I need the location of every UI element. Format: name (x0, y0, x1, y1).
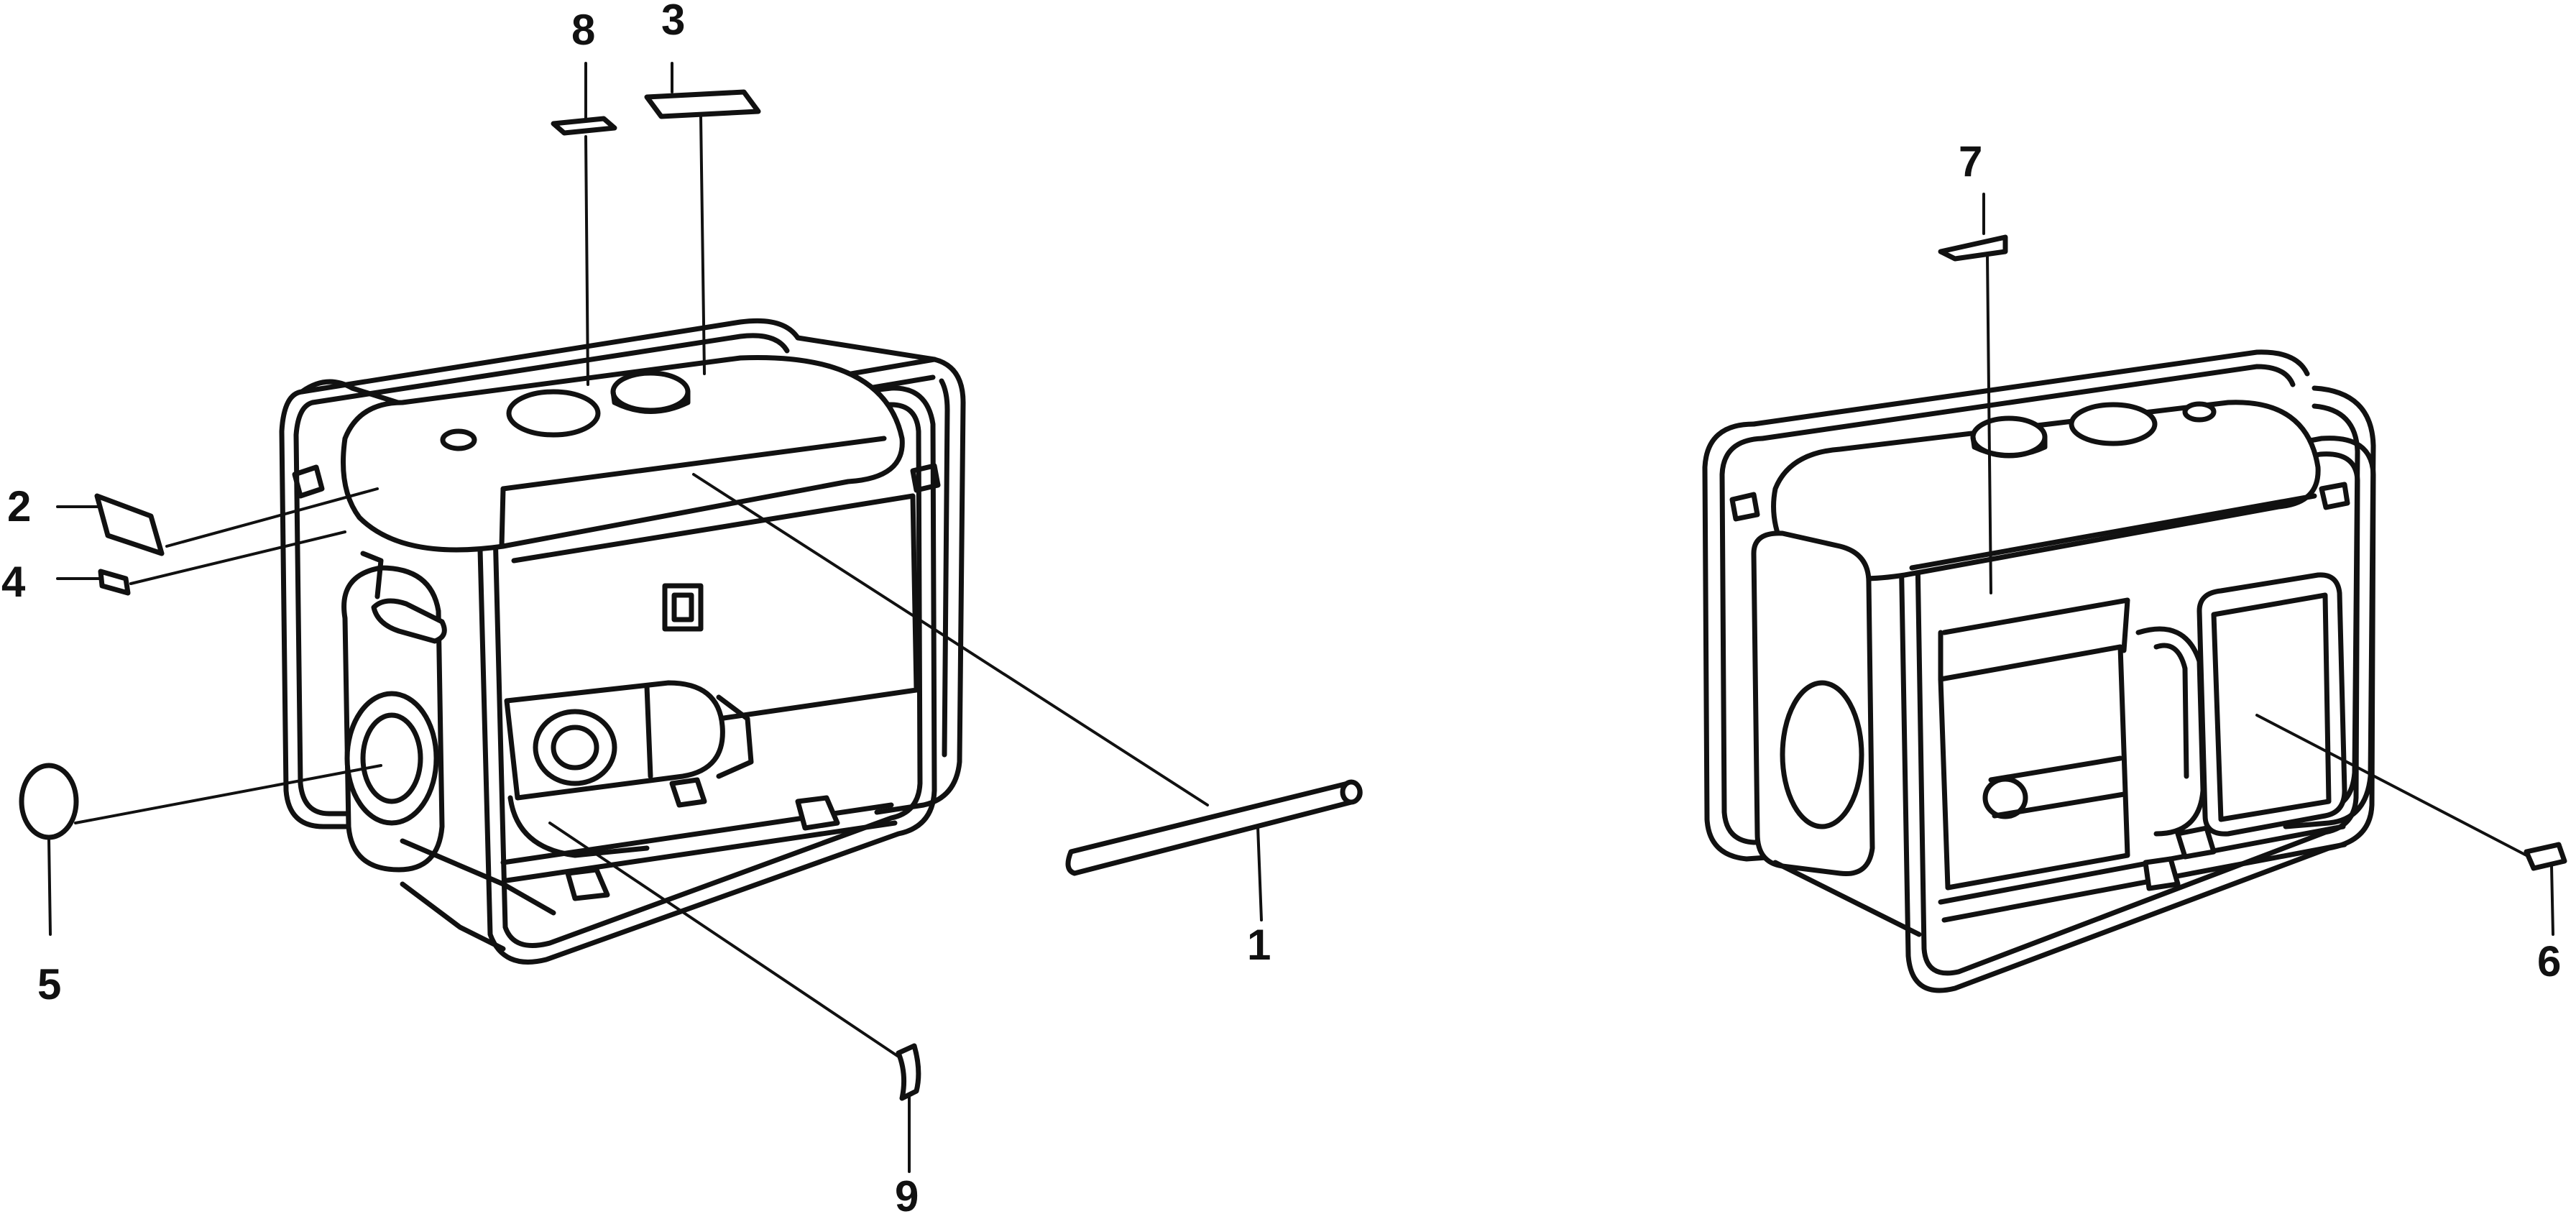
sticker-8 (551, 116, 617, 136)
callout-2: 2 (7, 482, 31, 530)
callout-9: 9 (895, 1172, 919, 1214)
callout-7: 7 (1959, 137, 1982, 185)
sticker-2 (94, 493, 165, 556)
generator-rear-view (1702, 349, 2376, 993)
sticker-7 (1938, 234, 2008, 262)
label-stickers (19, 89, 2567, 1101)
callout-1: 1 (1247, 921, 1271, 969)
leader-9 (548, 822, 900, 1058)
fuel-tank (341, 355, 905, 553)
handle-bar (1065, 779, 1363, 876)
leader-6 (2255, 714, 2528, 857)
callout-8: 8 (571, 6, 595, 54)
callout-5: 5 (37, 960, 61, 1008)
engine-block (1938, 644, 2130, 891)
sticker-4 (98, 569, 131, 596)
sticker-3 (644, 89, 761, 119)
sticker-9 (896, 1043, 921, 1101)
callout-4: 4 (1, 558, 26, 606)
fuel-cap (506, 389, 601, 438)
callout-3: 3 (661, 0, 685, 44)
sticker-6 (2524, 842, 2567, 871)
control-panel-rear (2196, 572, 2347, 837)
recoil-handle (371, 598, 447, 644)
sticker-5 (19, 763, 79, 840)
leader-lines (47, 62, 2554, 1173)
frame-back-loop-rear (1702, 421, 1800, 862)
frame-top-rail (299, 318, 937, 395)
leader-5 (74, 764, 382, 824)
callout-6: 6 (2537, 937, 2561, 985)
leader-1 (692, 473, 1209, 806)
outlet-icon (662, 583, 704, 632)
generator-front-view (279, 318, 966, 965)
